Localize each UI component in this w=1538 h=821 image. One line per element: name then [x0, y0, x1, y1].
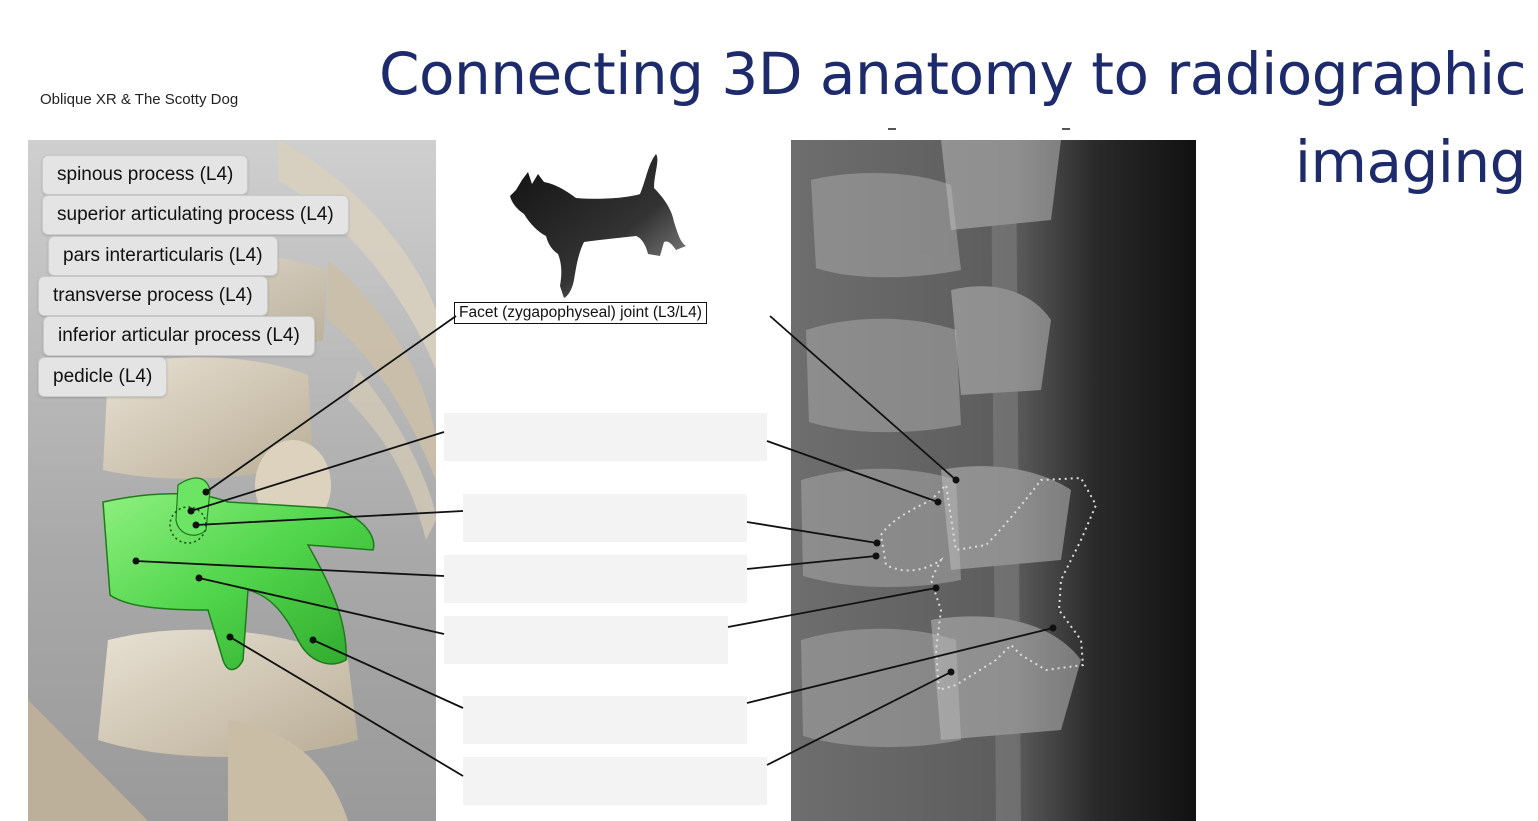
decorative-dash	[1062, 128, 1070, 130]
scottish-terrier-silhouette-icon	[508, 150, 698, 300]
label-chip-transverse-process[interactable]: transverse process (L4)	[38, 276, 268, 316]
label-chip-spinous-process[interactable]: spinous process (L4)	[42, 155, 248, 195]
answer-drop-zone-6[interactable]	[463, 757, 767, 805]
label-chip-pars-interarticularis[interactable]: pars interarticularis (L4)	[48, 236, 278, 276]
decorative-dash	[888, 128, 896, 130]
answer-drop-zone-3[interactable]	[444, 555, 747, 603]
label-chip-superior-articulating-process[interactable]: superior articulating process (L4)	[42, 195, 349, 235]
diagram-subtitle: Oblique XR & The Scotty Dog	[40, 91, 238, 108]
label-chip-pedicle[interactable]: pedicle (L4)	[38, 357, 167, 397]
answer-drop-zone-2[interactable]	[463, 494, 747, 542]
answer-drop-zone-1[interactable]	[444, 413, 767, 461]
oblique-xray-image	[791, 140, 1196, 821]
facet-joint-label: Facet (zygapophyseal) joint (L3/L4)	[454, 302, 707, 324]
label-chip-inferior-articular-process[interactable]: inferior articular process (L4)	[43, 316, 315, 356]
answer-drop-zone-4[interactable]	[444, 616, 728, 664]
answer-drop-zone-5[interactable]	[463, 696, 747, 744]
